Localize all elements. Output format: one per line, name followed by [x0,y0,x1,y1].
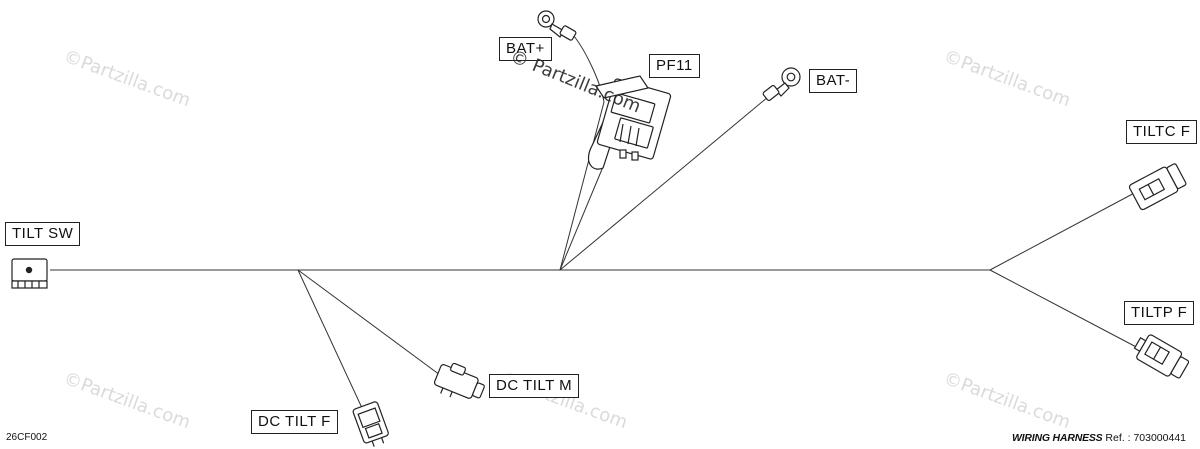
label-bat-plus: BAT+ [499,37,552,61]
label-bat-minus: BAT- [809,69,858,93]
bat-plus-ring-terminal [537,10,577,41]
bat-plus-wire [559,101,605,271]
dc-tilt-f-wire [297,269,363,409]
bat-minus-ring-terminal [762,67,801,102]
tiltc-f-connector [1128,163,1187,211]
pf11-wire [559,161,606,271]
footer-title: WIRING HARNESS [1011,432,1103,444]
pf11-fuse-holder [588,75,672,170]
footer-ref-number: 703000441 [1133,432,1186,444]
tiltc-f-wire [989,189,1141,271]
dc-tilt-m-connector [433,362,485,399]
tilt-sw-connector [11,258,48,289]
dc-tilt-m-wire [297,269,441,376]
label-tiltp-f: TILTP F [1124,301,1195,325]
tiltp-f-wire [989,269,1143,351]
label-pf11: PF11 [649,54,700,78]
footer-reference: WIRING HARNESS Ref. : 703000441 [1012,432,1186,444]
tiltp-f-connector [1133,334,1190,379]
diagram-code: 26CF002 [6,432,48,443]
harness-wires [50,35,1143,409]
footer-ref-label: Ref. : [1105,432,1131,444]
bat-minus-wire [559,96,769,271]
label-tiltc-f: TILTC F [1126,120,1198,144]
label-dc-tilt-m: DC TILT M [489,374,580,398]
label-dc-tilt-f: DC TILT F [251,410,338,434]
dc-tilt-f-connector [352,401,389,447]
label-tilt-sw: TILT SW [5,222,81,246]
